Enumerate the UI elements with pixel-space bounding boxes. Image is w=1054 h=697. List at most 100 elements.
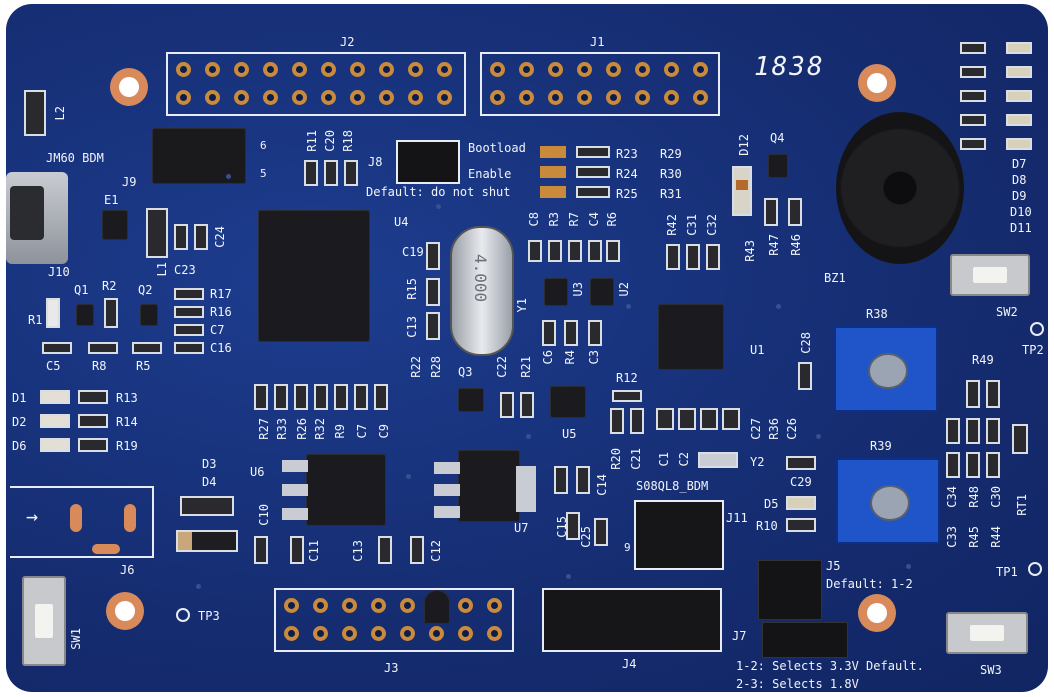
- header-j11[interactable]: [634, 500, 724, 570]
- resistor-r7: [568, 240, 582, 262]
- label-r20: R20: [609, 448, 623, 470]
- cap-c13: [426, 312, 440, 340]
- label-c12: C12: [429, 540, 443, 562]
- led-d9: [1006, 90, 1032, 102]
- cap-c3: [588, 320, 602, 346]
- resistor-r12: [612, 390, 642, 402]
- led-d7: [1006, 42, 1032, 54]
- ic-u2: [590, 278, 614, 306]
- label-r32: R32: [313, 418, 327, 440]
- cap-c7a: [174, 324, 204, 336]
- label-u7: U7: [514, 521, 529, 535]
- label-default-no-shut: Default: do not shut: [366, 185, 511, 199]
- jumper-j7[interactable]: [762, 622, 848, 658]
- buzzer-bz1: [836, 112, 964, 264]
- cap-c8: [528, 240, 542, 262]
- label-u6: U6: [250, 465, 265, 479]
- date-code: 1838: [754, 52, 825, 82]
- transistor-q1: [76, 304, 94, 326]
- label-r36: R36: [767, 418, 781, 440]
- cap-c14b: [576, 466, 590, 494]
- regulator-e1: [102, 210, 128, 240]
- resistor-r14: [78, 414, 108, 428]
- label-q4: Q4: [770, 131, 785, 145]
- j6-slot-bottom: [92, 544, 120, 554]
- led-d2: [40, 414, 70, 428]
- resistor-r8: [88, 342, 118, 354]
- label-c26: C26: [785, 418, 799, 440]
- label-r16: R16: [210, 305, 232, 319]
- jumper-j8[interactable]: [396, 140, 460, 184]
- cap-c14a: [554, 466, 568, 494]
- cap-c6: [542, 320, 556, 346]
- resistor-r48b: [966, 452, 980, 478]
- cap-c5: [42, 342, 72, 354]
- label-r17: R17: [210, 287, 232, 301]
- transistor-q4: [768, 154, 788, 178]
- label-r39: R39: [870, 439, 892, 453]
- resistor-r23: [576, 146, 610, 158]
- cap-c22: [500, 392, 514, 418]
- label-j8: J8: [368, 155, 383, 169]
- label-r38: R38: [866, 307, 888, 321]
- label-c31: C31: [685, 214, 699, 236]
- resistor-r27: [254, 384, 268, 410]
- button-sw2[interactable]: [950, 254, 1030, 296]
- label-j10: J10: [48, 265, 70, 279]
- regulator-u7: [458, 450, 520, 522]
- button-sw3[interactable]: [946, 612, 1028, 654]
- connector-j6-outline: [10, 486, 154, 558]
- j6-arrow: →: [26, 504, 39, 528]
- cap-c34b: [946, 452, 960, 478]
- label-pin6: 6: [260, 139, 267, 152]
- label-j7: J7: [732, 629, 747, 643]
- label-r3: R3: [547, 212, 561, 227]
- resistor-r33: [274, 384, 288, 410]
- resistor-r19: [78, 438, 108, 452]
- label-r9: R9: [333, 424, 347, 439]
- header-j4[interactable]: [542, 588, 722, 652]
- jumper-j5[interactable]: [758, 560, 822, 620]
- testpoint-tp1: [1028, 562, 1042, 576]
- resistor-r20: [610, 408, 624, 434]
- mounting-hole-top-left: [110, 68, 148, 106]
- resistor-r25: [576, 186, 610, 198]
- resistor-led-5: [960, 138, 986, 150]
- button-sw1[interactable]: [22, 576, 66, 666]
- label-j3: J3: [384, 661, 399, 675]
- cap-c4: [588, 240, 602, 262]
- label-j11: J11: [726, 511, 748, 525]
- label-tp3: TP3: [198, 609, 220, 623]
- label-r18: R18: [341, 130, 355, 152]
- testpoint-tp3: [176, 608, 190, 622]
- cap-c16: [174, 342, 204, 354]
- label-d2: D2: [12, 415, 27, 429]
- label-c9: C9: [377, 424, 391, 439]
- pad-r23: [540, 146, 566, 158]
- crystal-y1: [450, 226, 514, 356]
- potentiometer-r38[interactable]: [834, 326, 938, 412]
- pad-r25: [540, 186, 566, 198]
- label-d6: D6: [12, 439, 27, 453]
- transistor-to92: [424, 590, 450, 624]
- label-c34: C34: [945, 486, 959, 508]
- label-sw3: SW3: [980, 663, 1002, 677]
- resistor-r18: [344, 160, 358, 186]
- mounting-hole-bottom-right: [858, 594, 896, 632]
- label-c25: C25: [579, 526, 593, 548]
- diode-d3: [180, 496, 234, 516]
- label-d11: D11: [1010, 221, 1032, 235]
- pad-r24: [540, 166, 566, 178]
- label-sw1: SW1: [69, 628, 83, 650]
- label-u1: U1: [750, 343, 765, 357]
- u7-pin-1: [434, 462, 460, 474]
- label-u2: U2: [617, 282, 631, 297]
- label-c27: C27: [749, 418, 763, 440]
- label-c3: C3: [587, 350, 601, 365]
- resistor-r46: [788, 198, 802, 226]
- thermistor-rt1: [1012, 424, 1028, 454]
- potentiometer-r39[interactable]: [836, 458, 940, 544]
- label-l1: L1: [155, 262, 169, 277]
- label-c6: C6: [541, 350, 555, 365]
- label-c30: C30: [989, 486, 1003, 508]
